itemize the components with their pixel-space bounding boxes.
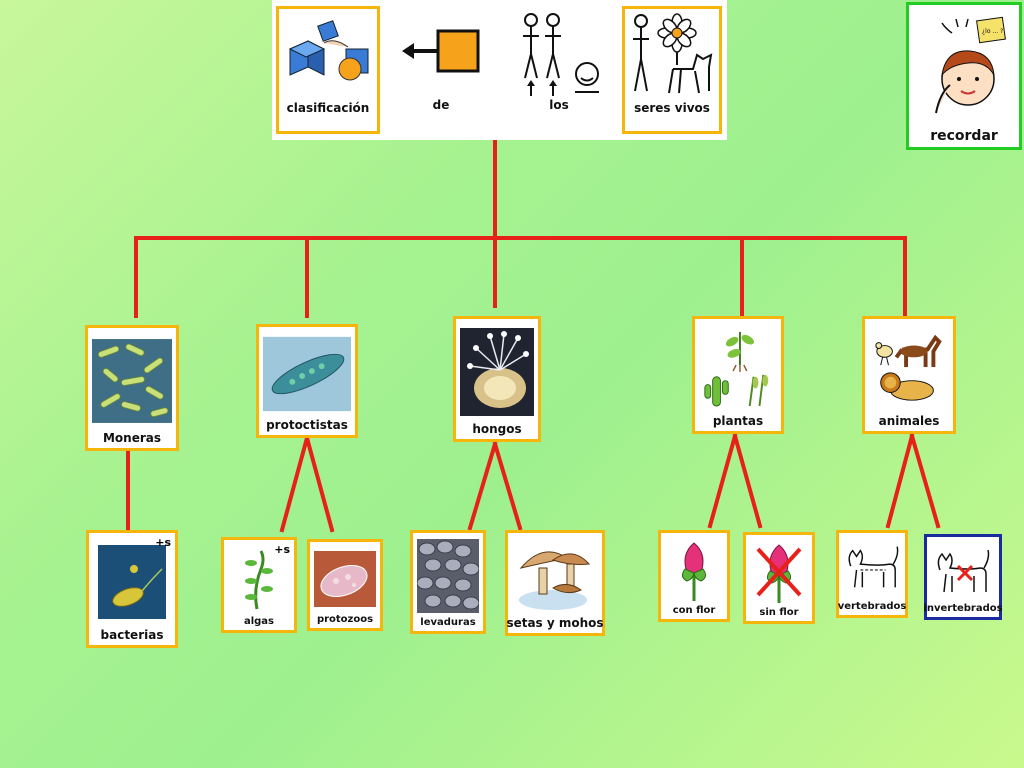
card-setas-y-mohos: setas y mohos (505, 530, 605, 636)
card-label: levaduras (420, 617, 476, 628)
word-card-seres-vivos: seres vivos (622, 6, 722, 134)
card-invertebrados: invertebrados (923, 534, 1003, 620)
card-label: setas y mohos (506, 616, 604, 630)
word-card-los: los (504, 6, 614, 134)
card-protozoos: protozoos (307, 539, 383, 631)
card-protoctistas: protoctistas (256, 324, 358, 438)
card-plantas: plantas (692, 316, 784, 434)
card-label: protoctistas (266, 418, 348, 432)
card-label: animales (878, 414, 940, 428)
card-label: algas (243, 616, 275, 627)
word-card-de: de (396, 6, 486, 134)
plants-icon (704, 331, 769, 407)
card-label: bacterias (100, 628, 164, 642)
note-text: ¿lo ... ? (982, 28, 1003, 35)
card-moneras: Moneras (85, 325, 179, 451)
card-bacterias: +s bacterias (86, 530, 178, 648)
algae-icon (245, 550, 273, 610)
fungus-photo (460, 327, 534, 416)
word-label: clasificación (286, 101, 370, 115)
arrow-square-icon (402, 29, 480, 73)
card-label: Moneras (102, 431, 162, 445)
word-label: de (432, 98, 450, 112)
card-sin-flor: sin flor (743, 532, 815, 624)
title-sentence: clasificación de los (272, 0, 727, 140)
card-levaduras: levaduras (410, 530, 486, 634)
animals-icon (875, 334, 942, 401)
yeast-photo (417, 539, 479, 613)
mushrooms-icon (519, 550, 591, 610)
card-label: protozoos (316, 614, 374, 625)
recordar-button[interactable]: ¿lo ... ? recordar (906, 2, 1022, 150)
card-algas: +s algas (221, 537, 297, 633)
word-label: los (549, 98, 569, 112)
card-con-flor: con flor (658, 530, 730, 622)
people-plural-icon (523, 13, 599, 96)
card-label: hongos (472, 422, 522, 436)
no-backbone-cat-icon (937, 549, 990, 593)
card-label: vertebrados (837, 601, 907, 612)
bacteria-photo (98, 544, 166, 619)
monera-photo (92, 338, 172, 423)
word-label: seres vivos (634, 101, 710, 115)
card-label: plantas (712, 414, 764, 428)
card-vertebrados: vertebrados (836, 530, 908, 618)
living-beings-icon (633, 13, 713, 94)
flower-bud-icon (681, 542, 707, 601)
protozoa-photo (314, 551, 376, 607)
recordar-label: recordar (930, 128, 998, 144)
card-hongos: hongos (453, 316, 541, 442)
card-label: con flor (672, 605, 716, 616)
plural-mark: +s (274, 543, 290, 556)
word-card-clasificacion: clasificación (276, 6, 380, 134)
no-flower-icon (756, 544, 802, 603)
cat-icon (848, 546, 899, 588)
thinking-girl-icon: ¿lo ... ? (935, 16, 1006, 113)
card-animales: animales (862, 316, 956, 434)
sorting-icon (288, 20, 369, 81)
plural-mark: +s (155, 536, 171, 549)
card-label: invertebrados (923, 603, 1003, 614)
card-label: sin flor (759, 607, 799, 618)
protoctista-photo (263, 336, 351, 411)
